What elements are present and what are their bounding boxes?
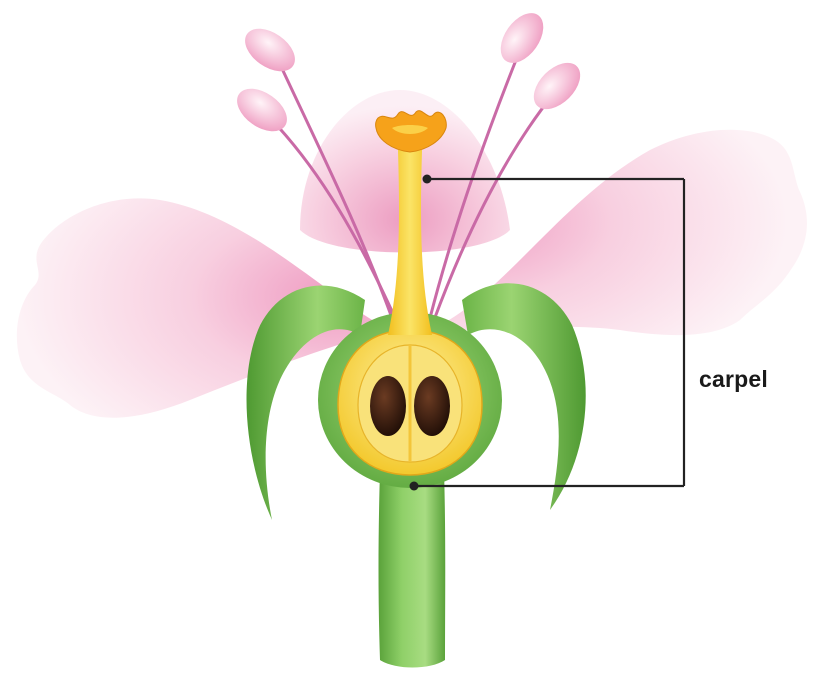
leader-dot-bottom bbox=[410, 482, 419, 491]
carpel-label: carpel bbox=[699, 366, 768, 393]
leader-dot-top bbox=[423, 175, 432, 184]
anther bbox=[492, 5, 552, 70]
anther bbox=[237, 20, 302, 80]
ovule bbox=[370, 376, 406, 436]
anther bbox=[229, 80, 294, 140]
anther bbox=[525, 54, 589, 118]
stem bbox=[379, 470, 446, 668]
ovule bbox=[414, 376, 450, 436]
